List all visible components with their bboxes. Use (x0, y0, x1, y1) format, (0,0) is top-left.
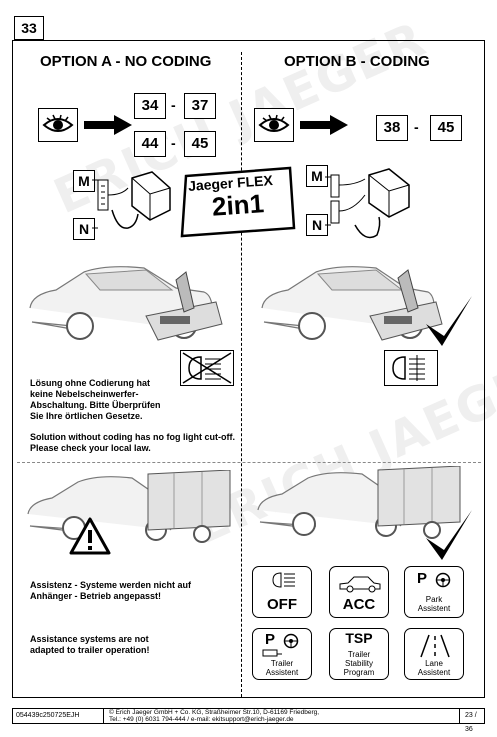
mode-n-box: N (73, 218, 95, 240)
note-assistance-de: Assistenz - Systeme werden nicht auf Anh… (30, 580, 192, 601)
steering-wheel-icon (283, 633, 299, 649)
pin-box-37: 37 (184, 93, 216, 119)
warning-icon (69, 517, 111, 555)
assist-acc-icon: ACC (329, 566, 389, 618)
footer: 054439c250725EJH © Erich Jaeger GmbH + C… (12, 708, 485, 733)
pin-box-45: 45 (184, 131, 216, 157)
footer-divider (459, 709, 460, 723)
assist-label: ACC (342, 596, 376, 613)
note-no-fog-cutoff-de: Lösung ohne Codierung hat keine Nebelsch… (30, 378, 161, 421)
eye-icon (38, 108, 78, 142)
content-frame (12, 40, 485, 698)
column-divider (241, 52, 242, 697)
option-b-title: OPTION B - CODING (284, 53, 430, 70)
assist-label: Lane Assistent (417, 659, 451, 677)
footer-doc-id: 054439c250725EJH (16, 712, 80, 719)
pin-dash: - (171, 135, 176, 151)
module-diagram-icon (325, 168, 410, 239)
arrow-right-icon (84, 115, 132, 135)
page-number: 33 (14, 16, 44, 40)
assist-label: Trailer Assistent (265, 659, 299, 677)
arrow-right-icon (300, 115, 348, 135)
eye-icon (254, 108, 294, 142)
assist-lane-icon: Lane Assistent (404, 628, 464, 680)
pin-dash: - (171, 97, 176, 113)
option-a-title: OPTION A - NO CODING (40, 53, 212, 70)
assist-trailer-icon: P Trailer Assistent (252, 628, 312, 680)
assist-letter: TSP (345, 630, 373, 646)
module-diagram-icon (92, 171, 171, 229)
checkmark-icon (426, 296, 472, 346)
assist-letter: P (417, 570, 428, 587)
assist-label: OFF (267, 596, 297, 613)
pin-box-38: 38 (376, 115, 408, 141)
badge-subtitle: 2in1 (210, 188, 265, 222)
footer-divider (103, 709, 104, 723)
footer-company-1: © Erich Jaeger GmbH + Co. KG, Straßheime… (109, 709, 320, 716)
car-with-trailer-illustration (257, 466, 461, 539)
steering-wheel-icon (435, 572, 451, 588)
pin-box-45: 45 (430, 115, 462, 141)
footer-company-2: Tel.: +49 (0) 6031 794-444 / e-mail: eki… (109, 716, 294, 723)
assist-off-icon: OFF (252, 566, 312, 618)
footer-page: 23 / 36 (465, 712, 477, 733)
assist-label: Park Assistent (417, 595, 451, 613)
note-no-fog-cutoff-en: Solution without coding has no fog light… (30, 432, 235, 453)
assist-letter: P (265, 631, 276, 648)
mode-m-box: M (306, 165, 328, 187)
car-with-bike-carrier-illustration (29, 266, 223, 341)
assist-tsp-icon: TSP Trailer Stability Program (329, 628, 389, 680)
car-with-trailer-illustration (27, 470, 231, 543)
car-with-bike-carrier-illustration (261, 266, 443, 341)
fog-light-icon (384, 350, 438, 386)
pin-box-34: 34 (134, 93, 166, 119)
pin-dash: - (414, 119, 419, 135)
assist-label: Trailer Stability Program (343, 650, 375, 677)
pin-box-44: 44 (134, 131, 166, 157)
fog-light-off-icon (180, 350, 234, 386)
note-assistance-en: Assistance systems are not adapted to tr… (30, 634, 150, 655)
jaeger-flex-badge (180, 166, 296, 238)
section-divider (17, 462, 481, 463)
assist-park-icon: P Park Assistent (404, 566, 464, 618)
mode-m-box: M (73, 170, 95, 192)
checkmark-icon (426, 510, 472, 560)
